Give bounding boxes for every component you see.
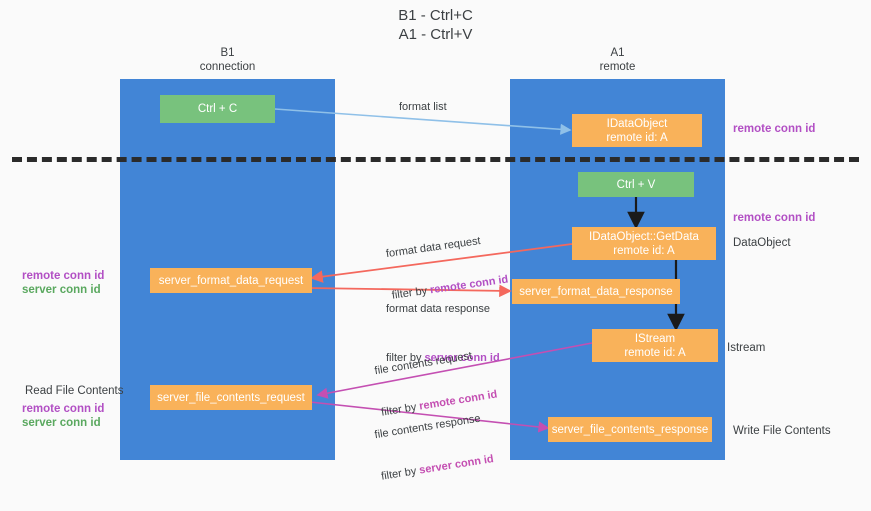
annotation-read-file-contents: Read File Contents	[25, 385, 124, 397]
node-ctrl-c[interactable]: Ctrl + C	[160, 95, 275, 123]
edge-caption: format data response	[386, 303, 490, 315]
annotation-remote-conn-id-mid: remote conn id	[733, 212, 816, 224]
node-server-file-contents-request[interactable]: server_file_contents_request	[150, 385, 312, 410]
edge-caption: file contents request	[373, 349, 473, 378]
edge-caption: file contents response	[373, 412, 482, 442]
node-idataobject[interactable]: IDataObject remote id: A	[572, 114, 702, 147]
annotation-remote-conn-id-top: remote conn id	[733, 123, 816, 135]
edge-label-format-data-response: format data response filter by server co…	[386, 274, 500, 393]
node-server-format-data-request[interactable]: server_format_data_request	[150, 268, 312, 293]
filter-key-server-conn-id: server conn id	[418, 453, 495, 477]
node-ctrl-v[interactable]: Ctrl + V	[578, 172, 694, 197]
node-server-format-data-response[interactable]: server_format_data_response	[512, 279, 680, 304]
annotation-left-server-conn-id-bot: server conn id	[22, 417, 101, 429]
annotation-left-remote-conn-id-mid: remote conn id	[22, 270, 105, 282]
edge-caption: format data request	[385, 234, 482, 261]
edge-label-file-contents-response: file contents response filter by server …	[369, 383, 499, 511]
column-header-b1: B1 connection	[199, 47, 256, 73]
annotation-left-remote-conn-id-bot: remote conn id	[22, 403, 105, 415]
node-istream[interactable]: IStream remote id: A	[592, 329, 718, 362]
node-idataobject-getdata[interactable]: IDataObject::GetData remote id: A	[572, 227, 716, 260]
diagram-canvas: B1 - Ctrl+C A1 - Ctrl+V B1 connection A1…	[12, 7, 859, 483]
annotation-dataobject: DataObject	[733, 237, 791, 249]
annotation-left-server-conn-id-mid: server conn id	[22, 284, 101, 296]
annotation-istream: Istream	[727, 342, 766, 354]
filter-key-server-conn-id: server conn id	[424, 352, 500, 364]
edge-label-format-list: format list	[399, 101, 447, 113]
page-title: B1 - Ctrl+C A1 - Ctrl+V	[398, 7, 473, 43]
node-server-file-contents-response[interactable]: server_file_contents_response	[548, 417, 712, 442]
edge-filter: filter by server conn id	[386, 352, 500, 364]
section-divider	[12, 157, 859, 162]
edge-filter: filter by server conn id	[380, 453, 495, 483]
column-header-a1: A1 remote	[599, 47, 636, 73]
annotation-write-file-contents: Write File Contents	[733, 425, 831, 437]
